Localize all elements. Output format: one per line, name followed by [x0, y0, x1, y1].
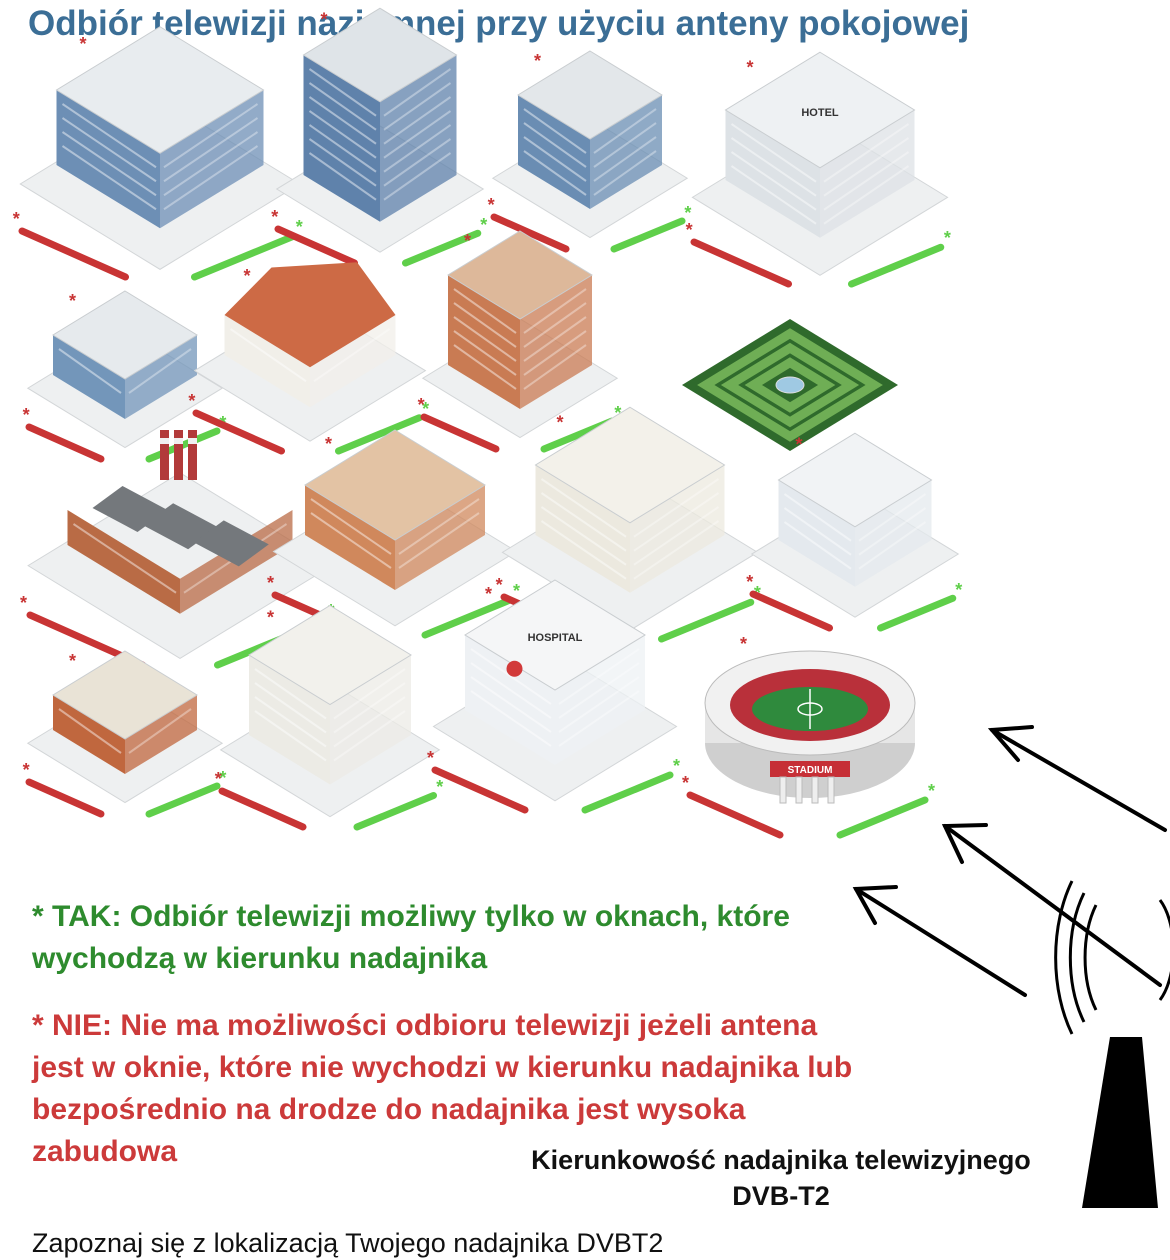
svg-text:*: *	[321, 9, 328, 29]
hospital-icon: HOSPITAL***	[427, 579, 680, 814]
svg-text:*: *	[684, 203, 691, 223]
footer-text: Zapoznaj się z lokalizacją Twojego nadaj…	[32, 1228, 664, 1258]
small-office-icon: * * *	[23, 290, 226, 463]
svg-text:*: *	[614, 403, 621, 423]
svg-text:*: *	[513, 581, 520, 601]
svg-text:*: *	[955, 580, 962, 600]
svg-text:*: *	[13, 209, 20, 229]
svg-text:*: *	[740, 634, 747, 654]
bakery-icon: ***	[23, 650, 226, 818]
svg-text:*: *	[267, 573, 274, 593]
hotel-sign: HOTEL	[801, 107, 839, 119]
svg-text:*: *	[418, 395, 425, 415]
svg-text:*: *	[464, 231, 471, 251]
svg-text:*: *	[93, 450, 100, 470]
svg-text:*: *	[23, 760, 30, 780]
modern-house-icon: * * *	[746, 432, 962, 632]
svg-text:*: *	[271, 207, 278, 227]
svg-text:*: *	[20, 593, 27, 613]
buildings-grid: * * * * * * * * * HOTEL * * * * * * * * * * * * * * * * * * * * * * * * * *…	[13, 7, 962, 839]
svg-text:*: *	[496, 575, 503, 595]
signal-arrows	[852, 725, 1167, 997]
page-title: Odbiór telewizji naziemnej przy użyciu a…	[28, 4, 970, 43]
svg-text:*: *	[69, 291, 76, 311]
svg-text:*: *	[534, 51, 541, 71]
svg-text:*: *	[557, 412, 564, 432]
glass-office-icon: ***	[488, 50, 691, 253]
svg-text:*: *	[796, 434, 803, 454]
signal-arrow-2	[941, 823, 1162, 987]
svg-text:*: *	[215, 769, 222, 789]
hospital-sign: HOSPITAL	[528, 632, 583, 644]
svg-text:*: *	[69, 651, 76, 671]
house-icon: ***	[188, 262, 429, 455]
svg-text:*: *	[219, 768, 226, 788]
glass-tower-icon: * * *	[271, 7, 487, 267]
svg-text:*: *	[325, 434, 332, 454]
office-complex-icon: * * *	[13, 26, 303, 281]
svg-text:*: *	[682, 773, 689, 793]
legend-no-text: * NIE: Nie ma możliwości odbioru telewiz…	[32, 1009, 853, 1168]
svg-text:*: *	[80, 34, 87, 54]
svg-text:*: *	[436, 777, 443, 797]
svg-text:*: *	[928, 781, 935, 801]
svg-text:*: *	[427, 748, 434, 768]
svg-text:*: *	[686, 220, 693, 240]
svg-text:*: *	[488, 195, 495, 215]
legend-yes-text: * TAK: Odbiór telewizji możliwy tylko w …	[32, 900, 790, 975]
signal-arrow-3	[852, 885, 1027, 997]
svg-text:*: *	[296, 217, 303, 237]
svg-text:*: *	[188, 391, 195, 411]
svg-text:*: *	[422, 399, 429, 419]
svg-text:*: *	[747, 57, 754, 77]
apartment-icon: ***	[215, 604, 443, 831]
brick-block-icon: ***	[267, 429, 520, 639]
svg-text:*: *	[267, 608, 274, 628]
brick-apartment-icon: ***	[418, 230, 621, 453]
stadium-sign: STADIUM	[788, 765, 833, 776]
svg-text:*: *	[480, 215, 487, 235]
svg-text:*: *	[944, 228, 951, 248]
svg-text:*: *	[23, 405, 30, 425]
svg-text:*: *	[673, 756, 680, 776]
svg-text:*: *	[244, 266, 251, 286]
transmitter-caption: Kierunkowość nadajnika telewizyjnego DVB…	[531, 1145, 1031, 1211]
transmitter-tower-icon	[1054, 880, 1170, 1208]
stadium-icon: STADIUM * * *	[682, 634, 935, 839]
hotel-icon: HOTEL***	[686, 51, 951, 288]
signal-arrow-1	[987, 725, 1167, 832]
svg-text:*: *	[485, 584, 492, 604]
hedge-maze-icon	[682, 319, 898, 451]
svg-text:*: *	[746, 572, 753, 592]
